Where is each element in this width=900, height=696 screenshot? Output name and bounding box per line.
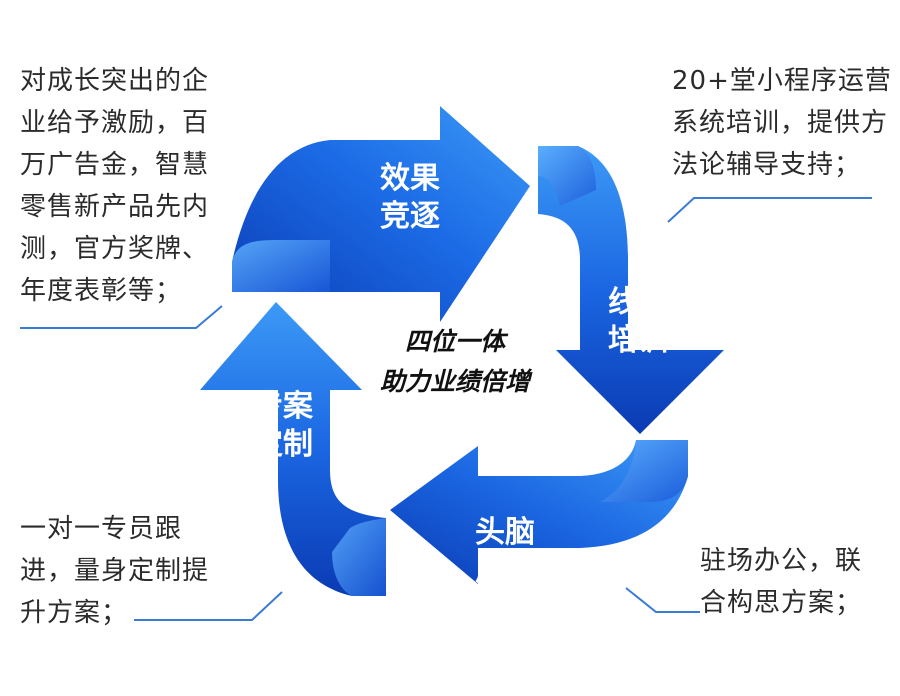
arrow-right-fold: [538, 146, 596, 206]
arrow-bottom: [390, 440, 688, 584]
arrow-left: [200, 302, 386, 596]
connector-top-right: [667, 197, 872, 223]
connector-bottom-right: [625, 587, 700, 613]
arrow-right-label: 线下 培训: [608, 285, 668, 358]
connector-bottom-left: [134, 591, 283, 621]
arrow-top-fold: [232, 240, 330, 292]
note-top-right: 20+堂小程序运营 系统培训，提供方 法论辅导支持；: [672, 66, 892, 180]
note-bottom-left: 一对一专员跟 进，量身定制提 升方案；: [20, 514, 210, 628]
arrow-top-label: 效果 竞逐: [380, 161, 440, 234]
arrow-bottom-label: 头脑 风暴: [475, 515, 535, 588]
note-bottom-right: 驻场办公，联 合构思方案；: [700, 546, 863, 618]
connector-top-left: [20, 305, 223, 329]
arrow-left-label: 专案 定制: [253, 389, 313, 462]
center-caption: 四位一体 助力业绩倍增: [379, 327, 530, 396]
note-top-left: 对成长突出的企 业给予激励，百 万广告金，智慧 零售新产品先内 测，官方奖牌、 …: [20, 66, 210, 306]
arrow-bottom-fold: [600, 440, 688, 502]
arrow-right: [538, 146, 724, 434]
arrow-left-fold: [332, 518, 386, 596]
